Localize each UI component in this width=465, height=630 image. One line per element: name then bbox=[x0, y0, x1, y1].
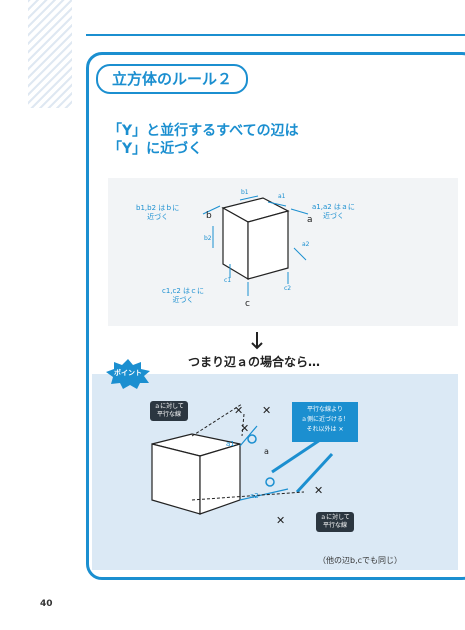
label-b-rule: b1,b2 はｂに 近づく bbox=[136, 204, 180, 221]
edge-b-letter: b bbox=[206, 211, 212, 221]
edge-a1-label: a1 bbox=[226, 440, 235, 448]
big-cube-left bbox=[151, 443, 201, 515]
rule-callout-box: 平行な線より ａ側に近づける！ それ以外は ✕ bbox=[292, 402, 358, 442]
circle-mark-top bbox=[247, 434, 257, 444]
cube-diagram: b a c b1 b2 a1 a2 c1 c2 bbox=[202, 189, 313, 309]
rule-heading-line1: 「Y」と並行するすべての辺は bbox=[108, 123, 299, 139]
edge-c-letter: c bbox=[245, 299, 250, 309]
tick-c1-label: c1 bbox=[224, 277, 231, 284]
section-title: 立方体のルール２ bbox=[96, 64, 249, 94]
tick-a1-label: a1 bbox=[278, 193, 286, 200]
tick-b1-label: b1 bbox=[241, 189, 249, 196]
tick-b1-line bbox=[239, 195, 259, 201]
edge-a-diagram: ✕ ✕ ✕ ✕ ✕ a a1 a2 bbox=[151, 403, 334, 527]
cross-mark-5: ✕ bbox=[276, 514, 285, 527]
point-badge-burst bbox=[106, 359, 150, 389]
page-number: 40 bbox=[40, 599, 53, 609]
big-cube-right bbox=[199, 443, 241, 515]
rule-heading: 「Y」と並行するすべての辺は 「Y」に近づく bbox=[108, 122, 299, 158]
tick-a2-label: a2 bbox=[302, 241, 310, 248]
label-c-rule: c1,c2 はｃに 近づく bbox=[162, 287, 205, 304]
footnote: （他の辺b,cでも同じ） bbox=[318, 556, 403, 565]
content-frame bbox=[86, 52, 465, 580]
tick-c2-label: c2 bbox=[284, 285, 291, 292]
corner-hatch-decoration bbox=[28, 0, 72, 108]
cross-mark-1: ✕ bbox=[234, 404, 243, 417]
edge-b-arrow bbox=[202, 205, 221, 215]
parallel-tag-bottom: ａに対して 平行な線 bbox=[316, 512, 354, 532]
rule-heading-line2: 「Y」に近づく bbox=[108, 141, 203, 157]
edge-a-arrow bbox=[290, 208, 309, 215]
pointer-arrow-bottom bbox=[295, 452, 334, 494]
top-rule bbox=[86, 34, 465, 36]
edge-a-letter: a bbox=[307, 215, 313, 225]
label-a-rule: a1,a2 はａに 近づく bbox=[312, 203, 355, 220]
down-arrow-icon bbox=[251, 332, 263, 350]
circle-mark-bottom bbox=[265, 477, 275, 487]
dashed-short-a1 bbox=[241, 413, 245, 437]
point-badge-label: ポイント bbox=[114, 369, 142, 377]
cross-mark-3: ✕ bbox=[240, 422, 249, 435]
tick-a1-line bbox=[267, 201, 287, 207]
cross-mark-2: ✕ bbox=[262, 404, 271, 417]
edge-a-label: a bbox=[264, 447, 269, 456]
cross-mark-4: ✕ bbox=[314, 484, 323, 497]
point-caption: つまり辺ａの場合なら… bbox=[188, 355, 321, 369]
parallel-tag-top: ａに対して 平行な線 bbox=[150, 401, 188, 421]
dashed-parallel-bottom bbox=[191, 491, 305, 501]
tick-b2-label: b2 bbox=[204, 235, 212, 242]
cube-right-face bbox=[247, 210, 289, 280]
tick-a2-line bbox=[293, 247, 307, 261]
edge-a2-label: a2 bbox=[250, 492, 259, 500]
